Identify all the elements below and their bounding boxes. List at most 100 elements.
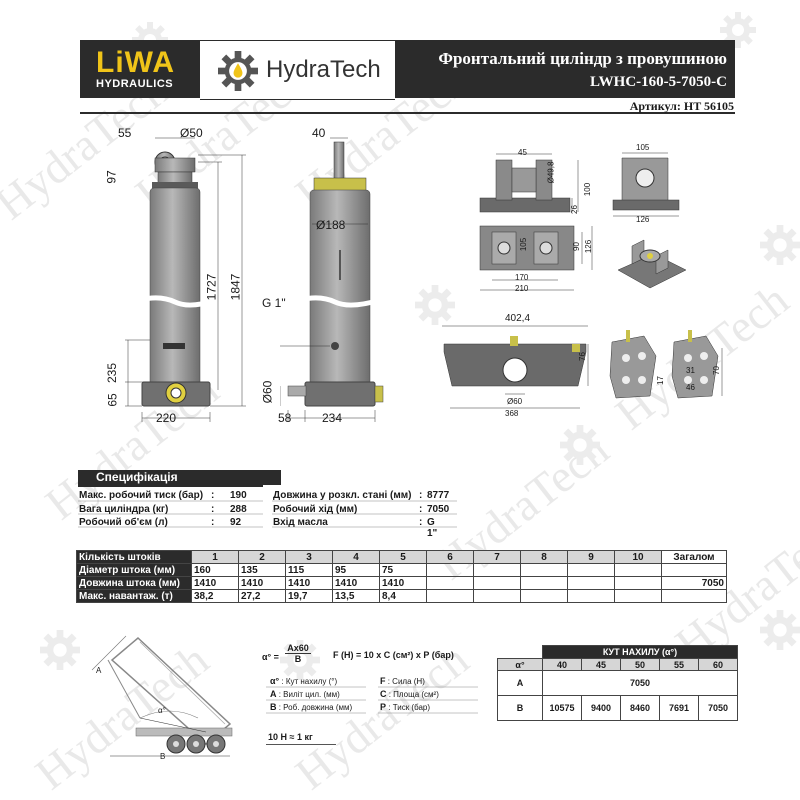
legend-text: Площа (см²) — [393, 690, 439, 699]
top-mount-side-view — [612, 152, 680, 217]
plan-dim-210: 210 — [515, 284, 529, 293]
table-cell: 38,2 — [191, 589, 239, 603]
table-cell — [473, 576, 521, 590]
table-row-label: Діаметр штока (мм) — [76, 563, 192, 577]
dim-220: 220 — [156, 411, 177, 425]
dim-58: 58 — [278, 411, 292, 425]
spec-sep: : — [419, 490, 423, 501]
spec-sep: : — [419, 504, 423, 515]
legend-symbol: C — [380, 689, 387, 699]
spec-right-row: Робочий хід (мм) : 7050 — [273, 504, 449, 515]
angle-row-a: A 7050 — [497, 670, 738, 696]
formula-lhs: α° = — [262, 652, 279, 662]
table-header-cell: 2 — [238, 550, 286, 564]
logo-line1: LiWA — [96, 46, 175, 79]
spec-left-row: Вага циліндра (кг) : 288 — [79, 504, 247, 515]
title-box: Фронтальний циліндр з провушиною LWHC-16… — [395, 40, 735, 98]
table-header-cell: 3 — [285, 550, 333, 564]
mount-plan-view — [479, 225, 593, 291]
base-dim-4024: 402,4 — [505, 313, 531, 324]
spec-sep: : — [211, 504, 215, 515]
angle-head-cell: 40 — [542, 658, 582, 671]
logo-line2: HYDRAULICS — [96, 78, 174, 90]
legend-item: A : Виліт цил. (мм) — [270, 689, 340, 699]
table-cell — [520, 589, 568, 603]
angle-row-b: B 10575 9400 8460 7691 7050 — [497, 695, 738, 721]
legend-symbol: α° — [270, 676, 280, 686]
spec-value: 8777 — [427, 490, 450, 501]
table-cell: 95 — [332, 563, 380, 577]
angle-cell: 7050 — [698, 695, 738, 721]
table-row-label: Макс. навантаж. (т) — [76, 589, 192, 603]
table-cell: 7050 — [661, 576, 727, 590]
top-dim-26: 26 — [569, 205, 579, 214]
spec-label: Робочий хід (мм) — [273, 504, 358, 515]
table-header-cell: 4 — [332, 550, 380, 564]
watermark-gear-icon — [760, 610, 800, 650]
legend-text: Тиск (бар) — [392, 703, 431, 712]
legend-text: Сила (Н) — [392, 677, 425, 686]
dim-1727: 1727 — [204, 273, 219, 301]
spec-value: 7050 — [427, 504, 450, 515]
mount-3d-render — [617, 239, 687, 289]
legend-text: Виліт цил. (мм) — [283, 690, 340, 699]
side-plates-view — [609, 330, 723, 399]
top-dim-100: 100 — [583, 182, 593, 197]
spec-left-row: Робочий об'єм (л) : 92 — [79, 517, 241, 528]
legend-item: C : Площа (см²) — [380, 689, 439, 699]
dim-188: Ø188 — [316, 218, 346, 232]
table-header-cell: Загалом — [661, 550, 727, 564]
table-cell — [426, 576, 474, 590]
dim-50: Ø50 — [180, 126, 203, 140]
legend-text: Кут нахилу (°) — [285, 677, 338, 686]
table-cell: 13,5 — [332, 589, 380, 603]
table-cell: 8,4 — [379, 589, 427, 603]
table-cell — [473, 589, 521, 603]
angle-cell: 7691 — [659, 695, 699, 721]
plan-dim-126: 126 — [584, 239, 594, 254]
formula-fraction: Ax60 B — [285, 643, 311, 664]
legend-symbol: B — [270, 702, 277, 712]
table-header-cell: Кількість штоків — [76, 550, 192, 564]
watermark-gear-icon — [560, 425, 600, 465]
angle-table-title: КУТ НАХИЛУ (α°) — [542, 645, 738, 659]
plate-dim-46: 46 — [686, 383, 695, 392]
spec-sep: : — [419, 517, 423, 528]
table-row: Діаметр штока (мм) 160 135 115 95 75 — [76, 563, 727, 577]
table-cell: 75 — [379, 563, 427, 577]
formula-alpha: α° = — [262, 652, 279, 662]
top-dim-498: Ø49,8 — [546, 161, 556, 184]
table-cell: 1410 — [285, 576, 333, 590]
angle-head-cell: 55 — [659, 658, 699, 671]
table-header-cell: 7 — [473, 550, 521, 564]
truck-label-alpha: α° — [158, 706, 166, 715]
watermark-gear-icon — [760, 225, 800, 265]
article-underline — [80, 112, 735, 114]
truck-label-a: A — [96, 666, 102, 675]
table-header-cell: 6 — [426, 550, 474, 564]
top-dim-126: 126 — [636, 215, 650, 224]
spec-label: Макс. робочий тиск (бар) — [79, 490, 204, 501]
base-dim-76: 76 — [577, 352, 587, 361]
top-mount-front-view — [479, 153, 579, 213]
legend-symbol: P — [380, 702, 387, 712]
spec-label: Вага циліндра (кг) — [79, 504, 169, 515]
spec-right-row: Довжина у розкл. стані (мм) : 8777 — [273, 490, 449, 501]
dim-234: 234 — [322, 411, 343, 425]
table-cell — [520, 563, 568, 577]
spec-right-lines — [272, 500, 457, 528]
strokes-table: Кількість штоків 1 2 3 4 5 6 7 8 9 10 За… — [76, 550, 727, 603]
cylinder-front-view — [125, 137, 246, 422]
angle-head-cell: α° — [497, 658, 543, 671]
force-note-underline — [266, 744, 336, 745]
table-cell: 19,7 — [285, 589, 333, 603]
hydratech-logo: HydraTech — [200, 40, 395, 100]
table-cell — [520, 576, 568, 590]
dim-60: Ø60 — [260, 380, 275, 404]
plan-dim-170: 170 — [515, 273, 529, 282]
table-cell — [661, 563, 727, 577]
spec-right-row: Вхід масла : G 1" — [273, 517, 437, 539]
angle-title-row: КУТ НАХИЛУ (α°) — [498, 645, 738, 659]
base-dim-60: Ø60 — [507, 397, 523, 406]
spec-value: 288 — [230, 504, 247, 515]
